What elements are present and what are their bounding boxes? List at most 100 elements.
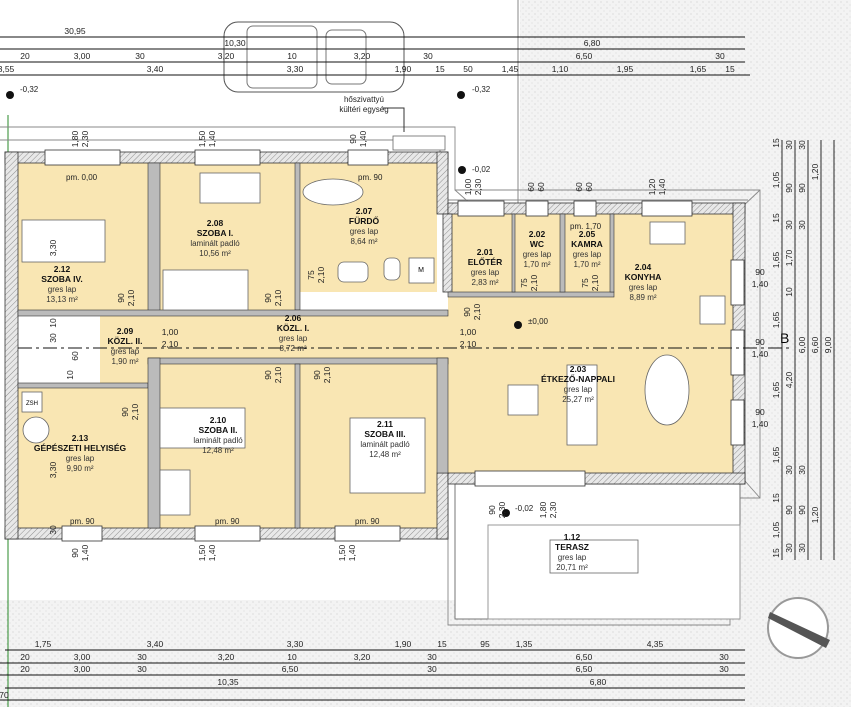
room-area: 8,72 m² xyxy=(279,344,306,353)
opening-label: 1,00 xyxy=(460,327,477,337)
dimension-label: 90 xyxy=(797,183,807,193)
opening-label: 60 xyxy=(536,182,546,192)
interior-walls xyxy=(17,162,615,529)
level-marker-icon xyxy=(514,321,522,329)
room-floor: gres lap xyxy=(558,553,587,562)
dimension-lines xyxy=(0,36,835,701)
kitchen-sink-icon xyxy=(649,221,686,245)
opening-label: 2,10 xyxy=(162,339,179,349)
dimension-label: 3,20 xyxy=(218,652,235,662)
dimension-label: 30 xyxy=(784,220,794,230)
opening-label: 2,10 xyxy=(316,266,326,283)
room-name: WC xyxy=(530,239,544,249)
opening-label: 90 xyxy=(348,134,358,144)
dimension-label: 10,35 xyxy=(217,677,239,687)
opening-label: 1,40 xyxy=(752,349,769,359)
level-sill: pm. 0,00 xyxy=(66,173,98,182)
opening-label: 90 xyxy=(263,370,273,380)
dimension-label: 3,30 xyxy=(287,639,304,649)
opening-label: 30 xyxy=(48,525,58,535)
opening-label: 2,30 xyxy=(80,130,90,147)
room-floor: laminált padló xyxy=(193,436,243,445)
room-area: 2,83 m² xyxy=(471,278,498,287)
opening-label: 1,40 xyxy=(752,279,769,289)
level-sill: pm. 90 xyxy=(215,517,240,526)
dimension-label: 3,40 xyxy=(147,639,164,649)
opening-label: 90 xyxy=(462,307,472,317)
level-floor-zero: ±0,00 xyxy=(528,317,549,326)
room-area: 20,71 m² xyxy=(556,563,588,572)
room-number: 2.01 xyxy=(477,247,494,257)
room-name: SZOBA IV. xyxy=(41,274,82,284)
opening-label: 1,80 xyxy=(538,501,548,518)
room-number: 2.05 xyxy=(579,229,596,239)
dimension-label: 3,30 xyxy=(287,64,304,74)
room-name: KÖZL. II. xyxy=(108,336,143,346)
opening-label: 75 xyxy=(580,278,590,288)
dimension-label: 90 xyxy=(784,183,794,193)
dimension-label: 20 xyxy=(20,652,30,662)
bed-icon xyxy=(162,269,249,311)
room-name: KONYHA xyxy=(625,272,662,282)
north-arrow-icon xyxy=(767,597,830,659)
terrace-table-icon xyxy=(549,539,639,574)
dimension-label: 6,50 xyxy=(282,664,299,674)
dimension-label: 6,50 xyxy=(576,664,593,674)
dimension-label: 6,80 xyxy=(590,677,607,687)
opening-label: 2,10 xyxy=(273,366,283,383)
dimension-label: 3,55 xyxy=(0,64,15,74)
opening-label: 1,50 xyxy=(197,544,207,561)
opening-label: 1,40 xyxy=(207,130,217,147)
opening-label: 90 xyxy=(755,267,765,277)
level-sill: pm. 90 xyxy=(358,173,383,182)
opening-label: 90 xyxy=(116,293,126,303)
room-number: 2.10 xyxy=(210,415,227,425)
dimension-label: 30 xyxy=(797,465,807,475)
dimension-label: 30 xyxy=(797,140,807,150)
car-icon xyxy=(223,21,405,93)
toilet-icon xyxy=(383,257,401,281)
opening-label: 90 xyxy=(120,407,130,417)
room-area: 1,70 m² xyxy=(573,260,600,269)
heat-pump-label: hőszivattyú xyxy=(344,95,384,104)
room-name: GÉPÉSZETI HELYISÉG xyxy=(34,443,127,453)
dimension-label: 30 xyxy=(797,220,807,230)
dimension-label: 1,65 xyxy=(771,381,781,398)
room-area: 12,48 m² xyxy=(369,450,401,459)
dimension-label: 1,05 xyxy=(771,521,781,538)
opening-label: 60 xyxy=(70,351,80,361)
room-floor: gres lap xyxy=(66,454,95,463)
dimension-label: 30 xyxy=(797,543,807,553)
dimension-label: 1,05 xyxy=(771,171,781,188)
opening-label: 1,50 xyxy=(197,130,207,147)
room-name: ÉTKEZŐ-NAPPALI xyxy=(541,373,615,384)
opening-label: 2,30 xyxy=(473,178,483,195)
furniture xyxy=(21,135,726,574)
room-name: ELŐTÉR xyxy=(468,256,502,267)
opening-label: 10 xyxy=(65,370,75,380)
room-floor: gres lap xyxy=(523,250,552,259)
windows xyxy=(44,149,745,542)
opening-label: 60 xyxy=(574,182,584,192)
dimension-label: 30 xyxy=(423,51,433,61)
dimension-label: 10,30 xyxy=(224,38,246,48)
dimension-label: 4,35 xyxy=(647,639,664,649)
terrace-edge xyxy=(487,524,741,620)
opening-label: 30 xyxy=(48,333,58,343)
level-terrace: -0,02 xyxy=(515,504,534,513)
dimension-label: 1,95 xyxy=(617,64,634,74)
dimension-label: 1,65 xyxy=(690,64,707,74)
washing-machine-icon xyxy=(408,257,435,284)
dimension-label: 30 xyxy=(137,652,147,662)
opening-label: 1,80 xyxy=(70,130,80,147)
bed-icon xyxy=(21,219,106,263)
level-sill: pm. 90 xyxy=(355,517,380,526)
level-markers xyxy=(6,91,522,517)
room-number: 2.12 xyxy=(54,264,71,274)
